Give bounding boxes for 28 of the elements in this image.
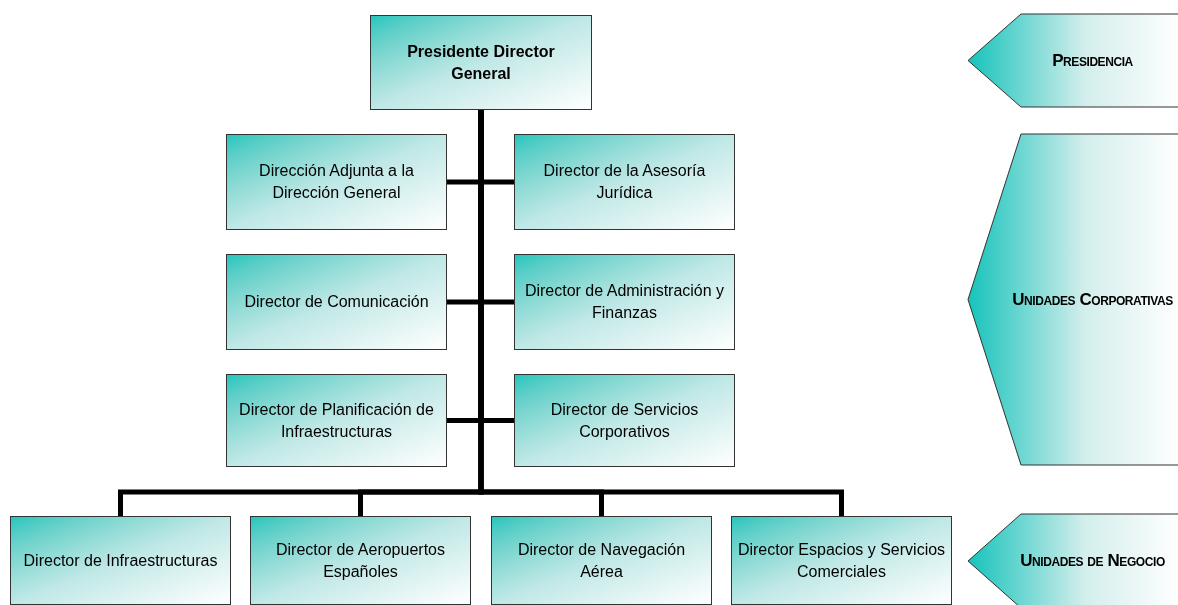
- position-title: Director de Administración y Finanzas: [523, 281, 726, 323]
- position-title: Director de Planificación de Infraestructuras: [238, 399, 435, 442]
- section-label: Unidades Corporativas: [1011, 288, 1173, 311]
- position-box: [491, 516, 712, 605]
- position-box: [514, 254, 735, 350]
- position-box: [226, 374, 447, 467]
- position-title: Director de Navegación Aérea: [516, 539, 687, 582]
- section-tag: [967, 133, 1178, 466]
- position-title: Director de Comunicación: [244, 292, 429, 313]
- position-box: [370, 15, 592, 110]
- section-tag: [967, 13, 1178, 108]
- position-box: [226, 254, 447, 350]
- position-box: [514, 374, 735, 467]
- position-box: [731, 516, 952, 605]
- position-title: Director de Aeropuertos Españoles: [275, 539, 446, 582]
- position-title: Presidente Director General: [406, 41, 556, 84]
- position-title: Director de Servicios Corporativos: [549, 399, 700, 442]
- position-title: Director Espacios y Servicios Comerciales: [736, 539, 947, 582]
- section-label: Unidades de Negocio: [1019, 550, 1165, 572]
- position-title: Director de la Asesoría Jurídica: [542, 161, 707, 203]
- position-box: [250, 516, 471, 605]
- position-box: [10, 516, 231, 605]
- position-title: Director de Infraestructuras: [23, 550, 218, 571]
- position-box: [226, 134, 447, 230]
- position-title: Dirección Adjunta a la Dirección General: [258, 161, 415, 203]
- section-tag: [967, 513, 1178, 605]
- position-box: [514, 134, 735, 230]
- section-label: Presidencia: [1051, 49, 1133, 72]
